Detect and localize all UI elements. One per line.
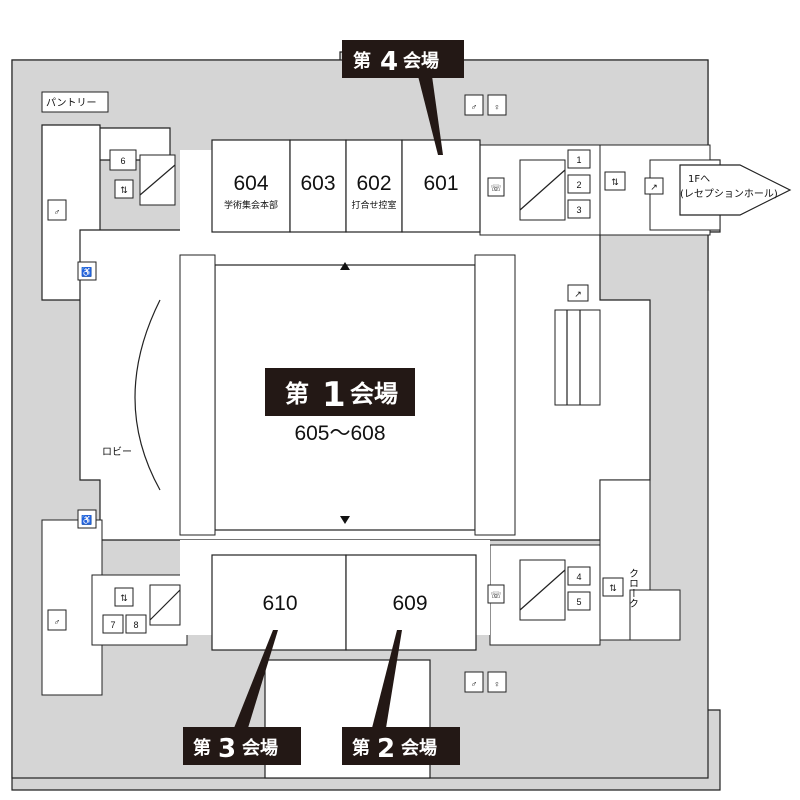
svg-text:第: 第 — [352, 737, 370, 759]
lobby-curve — [134, 299, 161, 491]
svg-text:↗: ↗ — [650, 182, 658, 192]
restroom-men-icon-bottom — [464, 671, 484, 693]
elevators: 6 1 2 3 4 5 7 8 — [102, 149, 591, 634]
svg-text:♿: ♿ — [81, 514, 92, 525]
svg-text:↗: ↗ — [574, 289, 582, 299]
elevator-icon-top-right — [604, 171, 626, 191]
svg-text:第: 第 — [193, 737, 211, 759]
svg-text:♿: ♿ — [81, 266, 92, 277]
stairs — [139, 154, 566, 626]
restroom-icon-left-bottom — [47, 609, 67, 631]
venue-3-label: 第 3 会場 — [183, 630, 301, 765]
elevator-icon-bottom-left — [114, 587, 134, 607]
svg-text:☏: ☏ — [490, 183, 501, 193]
svg-text:第: 第 — [285, 380, 309, 408]
svg-text:会場: 会場 — [401, 737, 437, 759]
svg-text:1: 1 — [322, 375, 346, 415]
elevator-2: 2 — [576, 180, 581, 190]
room-602-number: 602 — [356, 172, 391, 195]
exit-to-1f: 1Fへ (レセプションホール) — [679, 164, 792, 216]
svg-text:♀: ♀ — [494, 679, 501, 689]
svg-text:第: 第 — [353, 50, 371, 72]
room-603-number: 603 — [300, 172, 335, 195]
elevator-3: 3 — [576, 205, 581, 215]
svg-text:⇅: ⇅ — [609, 583, 617, 593]
room-602-sub: 打合せ控室 — [351, 199, 396, 211]
elevator-6: 6 — [120, 156, 125, 166]
svg-text:⇅: ⇅ — [611, 177, 619, 187]
elevator-7: 7 — [110, 620, 115, 630]
accessible-icon-top — [77, 261, 97, 281]
restroom-women-icon — [487, 94, 507, 116]
elevator-1: 1 — [576, 155, 581, 165]
venue-1-label: 第 1 会場 605～608 — [265, 368, 415, 445]
room-604-number: 604 — [233, 172, 268, 195]
svg-text:♂: ♂ — [54, 617, 61, 627]
restroom-icon-left-top — [47, 199, 67, 221]
svg-text:⇅: ⇅ — [120, 185, 128, 195]
restroom-women-icon-bottom — [487, 671, 507, 693]
escalator-icon-mid — [567, 284, 589, 302]
phone-icon-bottom — [487, 584, 505, 604]
svg-text:3: 3 — [218, 734, 236, 764]
elevator-icon-bottom-right — [602, 577, 624, 597]
svg-text:会場: 会場 — [350, 380, 398, 408]
svg-text:4: 4 — [380, 47, 398, 77]
elevator-4: 4 — [576, 572, 581, 582]
to-1f-label: 1Fへ — [688, 174, 710, 185]
phone-icon-top — [487, 177, 505, 197]
venue-4-label: 第 4 会場 — [342, 40, 464, 155]
svg-text:♀: ♀ — [494, 102, 501, 112]
venue-1-rooms: 605～608 — [294, 422, 385, 445]
room-601-number: 601 — [423, 172, 458, 195]
accessible-icon-bottom — [77, 509, 97, 529]
svg-text:☏: ☏ — [490, 590, 501, 600]
restroom-men-icon — [464, 94, 484, 116]
reception-hall-label: (レセプションホール) — [680, 188, 778, 200]
main-hall — [179, 254, 516, 536]
svg-text:会場: 会場 — [403, 50, 439, 72]
svg-text:♂: ♂ — [471, 102, 478, 112]
bottom-rooms — [211, 554, 477, 651]
room-609-number: 609 — [392, 592, 427, 615]
elevator-5: 5 — [576, 597, 581, 607]
entrance-arrow-top — [340, 262, 350, 270]
room-610-number: 610 — [262, 592, 297, 615]
entrance-arrow-bottom — [340, 516, 350, 524]
escalators — [554, 309, 601, 406]
room-604-sub: 学術集会本部 — [224, 199, 278, 211]
cloak-label: クローク — [627, 568, 638, 608]
pantry-label: パントリー — [46, 97, 97, 109]
svg-text:2: 2 — [377, 734, 395, 764]
svg-text:会場: 会場 — [242, 737, 278, 759]
elevator-icon-top-left — [114, 179, 134, 199]
lobby-label: ロビー — [102, 446, 132, 458]
facility-icons: ♂ ♀ ♂ ♀ ♂ ♂ ☏ ☏ ⇅ ⇅ ⇅ ⇅ ♿ ♿ ↗ ↗ — [47, 94, 664, 693]
top-rooms — [211, 139, 481, 233]
elevator-8: 8 — [133, 620, 138, 630]
venue-2-label: 第 2 会場 — [342, 630, 460, 765]
escalator-icon-top — [644, 177, 664, 195]
svg-text:♂: ♂ — [54, 207, 61, 217]
svg-text:♂: ♂ — [471, 679, 478, 689]
svg-text:⇅: ⇅ — [120, 593, 128, 603]
